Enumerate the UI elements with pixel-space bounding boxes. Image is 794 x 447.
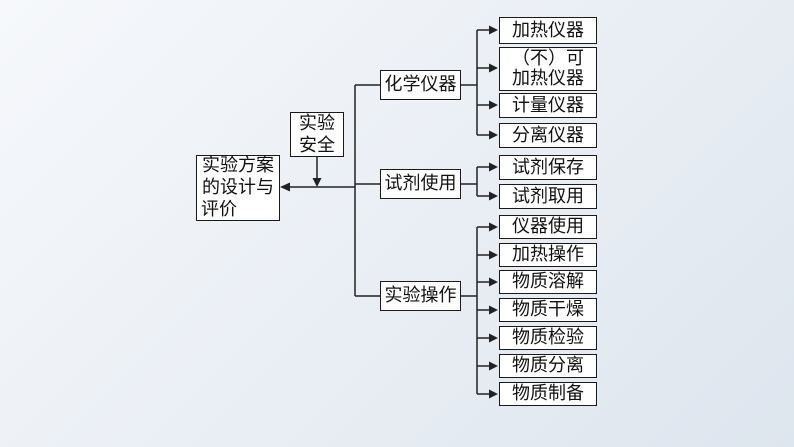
leaf-heating-operation: 加热操作 <box>499 243 597 267</box>
branch-instruments-label: 化学仪器 <box>384 74 457 95</box>
leaf-label: 加热仪器 <box>512 19 584 41</box>
root-line-1: 实验方案 <box>202 155 274 176</box>
leaf-label: 物质制备 <box>512 383 584 404</box>
leaf-measuring-instruments: 计量仪器 <box>499 93 597 118</box>
leaf-heating-instruments: 加热仪器 <box>499 17 597 44</box>
leaf-reagent-use: 试剂取用 <box>499 184 597 209</box>
safety-line-2: 安全 <box>299 134 335 156</box>
leaf-label: 物质干燥 <box>512 299 584 320</box>
leaf-label: 加热操作 <box>512 244 584 265</box>
leaf-label: 仪器使用 <box>512 216 584 237</box>
branch-reagents: 试剂使用 <box>380 169 461 199</box>
branch-reagents-label: 试剂使用 <box>384 173 457 194</box>
leaf-label: 计量仪器 <box>512 94 584 116</box>
leaf-heatable-instruments: （不）可 加热仪器 <box>499 47 597 91</box>
root-line-2: 的设计与 <box>202 177 274 198</box>
leaf-drying: 物质干燥 <box>499 298 597 322</box>
leaf-preparation: 物质制备 <box>499 382 597 406</box>
leaf-separation-instruments: 分离仪器 <box>499 123 597 148</box>
leaf-label-line-1: （不）可 <box>512 48 584 69</box>
branch-operations: 实验操作 <box>380 281 461 311</box>
leaf-label: 物质分离 <box>512 355 584 376</box>
leaf-label-line-2: 加热仪器 <box>512 68 584 89</box>
branch-operations-label: 实验操作 <box>384 285 457 306</box>
branch-instruments: 化学仪器 <box>380 70 461 100</box>
leaf-reagent-storage: 试剂保存 <box>499 155 597 180</box>
leaf-separation: 物质分离 <box>499 354 597 378</box>
leaf-testing: 物质检验 <box>499 326 597 350</box>
leaf-instrument-use: 仪器使用 <box>499 215 597 239</box>
leaf-label: 分离仪器 <box>512 124 584 146</box>
leaf-label: 试剂保存 <box>512 156 584 178</box>
leaf-dissolution: 物质溶解 <box>499 270 597 294</box>
safety-line-1: 实验 <box>299 112 335 134</box>
leaf-label: 物质溶解 <box>512 271 584 292</box>
safety-node: 实验 安全 <box>290 112 344 157</box>
leaf-label: 试剂取用 <box>512 185 584 207</box>
root-node: 实验方案 的设计与 评价 <box>196 155 280 221</box>
root-line-3: 评价 <box>201 199 237 220</box>
leaf-label: 物质检验 <box>512 327 584 348</box>
